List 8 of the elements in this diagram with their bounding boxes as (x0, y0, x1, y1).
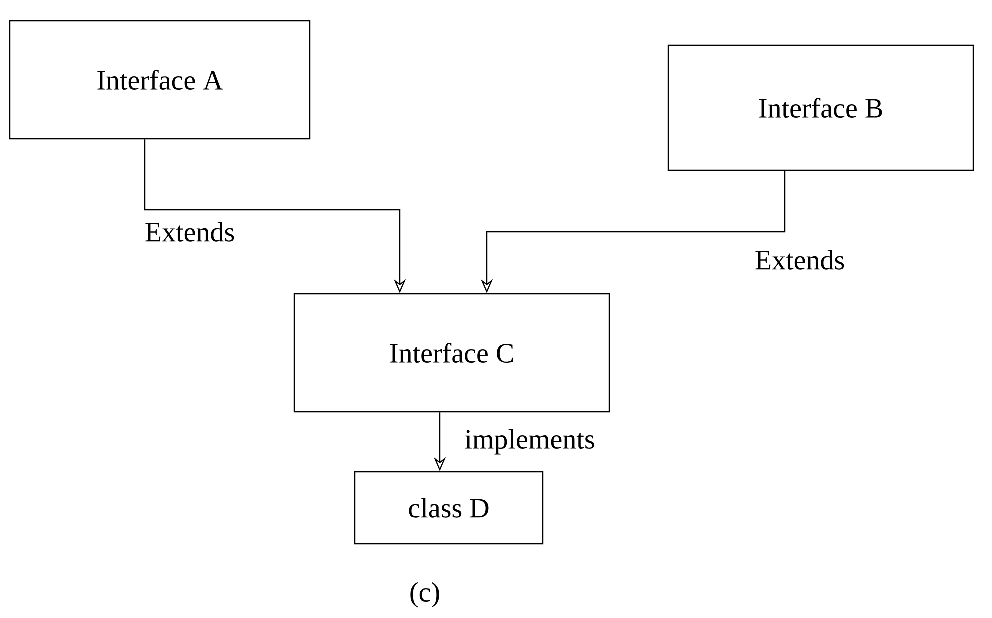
edge-label: Extends (146, 222, 234, 242)
edge-label: implements (465, 429, 594, 455)
caption: (c) (410, 582, 440, 608)
edge-label: Extends (756, 250, 844, 270)
class-box: Interface A (9, 20, 311, 140)
class-box: Interface B (668, 44, 974, 172)
class-box: Interface C (294, 293, 610, 413)
class-box: class D (354, 471, 544, 545)
